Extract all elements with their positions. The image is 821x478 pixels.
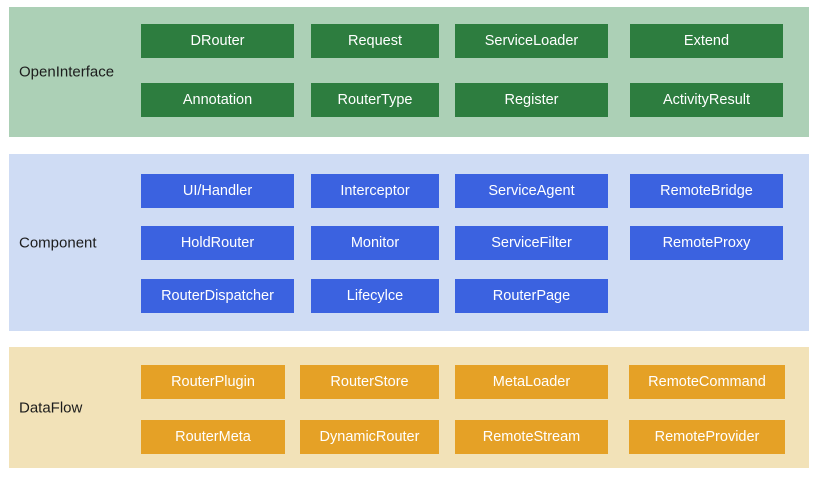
module-box-extend: Extend <box>630 24 783 58</box>
module-box-request: Request <box>311 24 439 58</box>
module-box-serviceloader: ServiceLoader <box>455 24 608 58</box>
module-box-interceptor: Interceptor <box>311 174 439 208</box>
module-box-servicefilter: ServiceFilter <box>455 226 608 260</box>
module-box-routerpage: RouterPage <box>455 279 608 313</box>
module-box-routermeta: RouterMeta <box>141 420 285 454</box>
module-box-routerdispatcher: RouterDispatcher <box>141 279 294 313</box>
module-box-remotecommand: RemoteCommand <box>629 365 785 399</box>
module-box-remotebridge: RemoteBridge <box>630 174 783 208</box>
module-box-routerplugin: RouterPlugin <box>141 365 285 399</box>
layer-label-data: DataFlow <box>19 399 83 417</box>
module-box-dynamicrouter: DynamicRouter <box>300 420 439 454</box>
layer-component: Component UI/Handler Interceptor ServiceAge… <box>9 154 809 331</box>
module-box-routerstore: RouterStore <box>300 365 439 399</box>
module-box-metaloader: MetaLoader <box>455 365 608 399</box>
layer-data-flow: DataFlow RouterPlugin RouterStore MetaLoade… <box>9 347 809 468</box>
layer-label-open: OpenInterface <box>19 63 115 81</box>
module-box-remotestream: RemoteStream <box>455 420 608 454</box>
module-box-monitor: Monitor <box>311 226 439 260</box>
module-box-activityresult: ActivityResult <box>630 83 783 117</box>
layer-open-interface: OpenInterface DRouter Request ServiceLoader… <box>9 7 809 137</box>
module-box-remoteprovider: RemoteProvider <box>629 420 785 454</box>
module-box-drouter: DRouter <box>141 24 294 58</box>
layer-label-comp: Component <box>19 234 97 252</box>
module-box-ui-handler: UI/Handler <box>141 174 294 208</box>
module-box-remoteproxy: RemoteProxy <box>630 226 783 260</box>
module-box-holdrouter: HoldRouter <box>141 226 294 260</box>
module-box-lifecylce: Lifecylce <box>311 279 439 313</box>
module-box-annotation: Annotation <box>141 83 294 117</box>
module-box-routertype: RouterType <box>311 83 439 117</box>
module-box-serviceagent: ServiceAgent <box>455 174 608 208</box>
module-box-register: Register <box>455 83 608 117</box>
